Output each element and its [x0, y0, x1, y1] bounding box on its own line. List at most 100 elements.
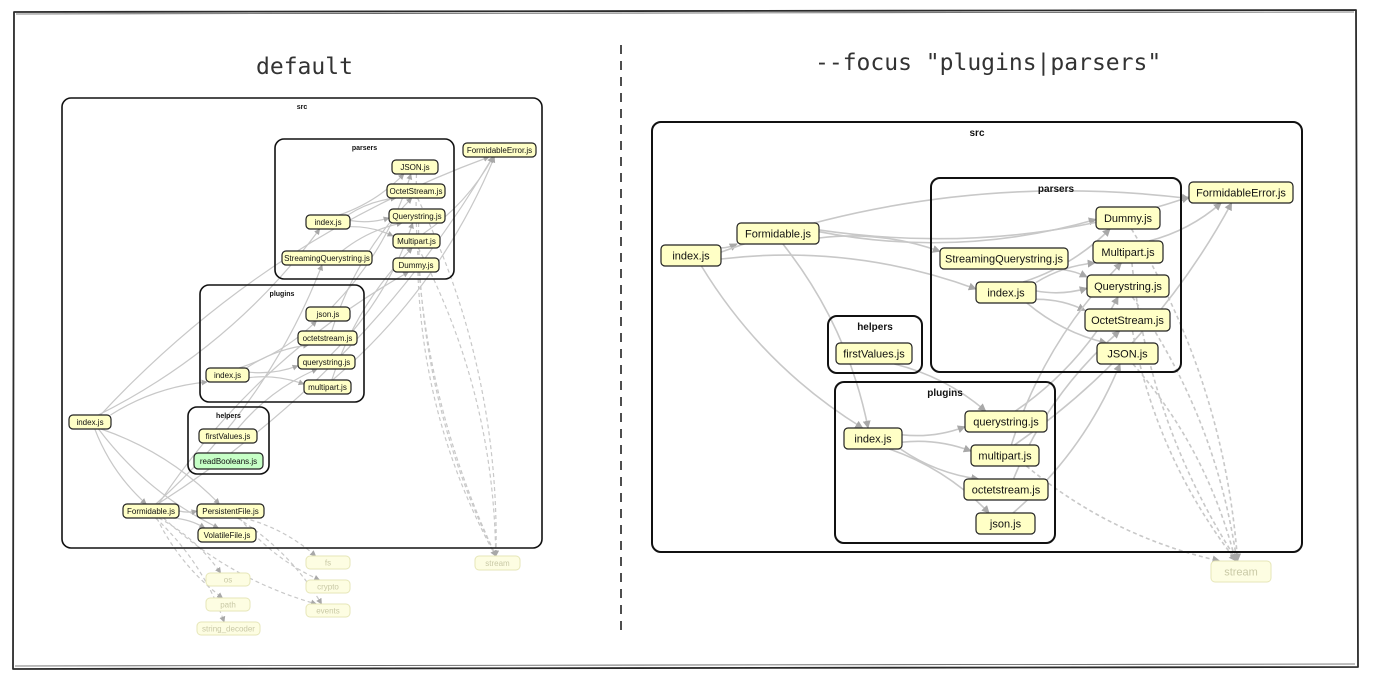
node-label: Formidable.js	[745, 228, 812, 240]
node-g-octet[interactable]: octetstream.js	[297, 330, 358, 346]
node-g-index[interactable]: index.js	[843, 427, 903, 450]
node-label: Multipart.js	[397, 237, 436, 246]
node-g-query[interactable]: querystring.js	[297, 354, 356, 370]
edge-p-json-to-stream	[415, 173, 497, 557]
node-persistent[interactable]: PersistentFile.js	[196, 503, 265, 519]
node-h-first[interactable]: firstValues.js	[835, 342, 913, 365]
edge-formidable-to-os	[158, 517, 222, 574]
node-label: Querystring.js	[392, 212, 441, 221]
node-label: string_decoder	[202, 624, 255, 633]
node-h-read[interactable]: readBooleans.js	[193, 452, 264, 470]
edge-g-index-to-g-query	[901, 425, 966, 437]
node-g-multi[interactable]: multipart.js	[303, 379, 352, 395]
node-label: fs	[325, 558, 331, 567]
cluster-box	[930, 177, 1182, 373]
edge-g-index-to-g-octet	[899, 448, 980, 483]
node-label: octetstream.js	[303, 334, 353, 343]
node-label: path	[220, 600, 236, 609]
cluster-parsers: parsers	[930, 177, 1182, 373]
default-graph: srcparserspluginshelpersFormidableError.…	[61, 97, 543, 636]
node-stream[interactable]: stream	[1210, 560, 1272, 583]
node-box	[68, 414, 112, 430]
cluster-box	[199, 284, 365, 403]
node-label: StreamingQuerystring.js	[945, 253, 1063, 265]
node-path[interactable]: path	[205, 597, 251, 612]
node-p-index[interactable]: index.js	[975, 281, 1037, 304]
node-box	[305, 555, 351, 570]
edge-p-index-to-p-dummy	[1022, 228, 1111, 283]
cluster-label: parsers	[352, 145, 377, 152]
cluster-src: src	[651, 121, 1303, 553]
node-p-query[interactable]: Querystring.js	[1086, 274, 1170, 298]
node-fs[interactable]: fs	[305, 555, 351, 570]
node-events[interactable]: events	[305, 603, 351, 618]
node-p-octet[interactable]: OctetStream.js	[386, 183, 446, 199]
node-g-json[interactable]: json.js	[975, 512, 1036, 535]
node-box	[392, 233, 441, 249]
node-box	[196, 503, 265, 519]
node-label: stream	[1224, 566, 1258, 578]
node-g-json[interactable]: json.js	[305, 306, 351, 322]
node-p-multi[interactable]: Multipart.js	[1092, 240, 1164, 264]
nodes: index.js Formidable.js FormidableError.jsD…	[660, 181, 1294, 583]
focus-graph: srcparsershelperspluginsindex.jsFormidab…	[651, 121, 1303, 583]
edges	[94, 156, 500, 623]
node-p-index[interactable]: index.js	[305, 214, 351, 230]
edge-p-multi-to-stream	[417, 247, 499, 557]
node-g-octet[interactable]: octetstream.js	[963, 478, 1049, 501]
node-label: Querystring.js	[1094, 281, 1162, 293]
cluster-label: src	[297, 104, 308, 111]
edge-p-index-to-p-json	[1026, 302, 1108, 346]
node-p-dummy[interactable]: Dummy.js	[392, 257, 440, 273]
cluster-label: plugins	[270, 291, 295, 298]
node-p-json[interactable]: JSON.js	[391, 159, 439, 175]
node-label: index.js	[214, 371, 241, 380]
edge-p-index-to-p-octet	[1035, 298, 1086, 312]
node-box	[196, 621, 261, 636]
node-formidable[interactable]: Formidable.js	[122, 503, 180, 519]
node-p-stream[interactable]: StreamingQuerystring.js	[939, 247, 1069, 270]
node-label: FormidableError.js	[1196, 187, 1286, 199]
node-volatile[interactable]: VolatileFile.js	[197, 527, 257, 543]
node-box	[122, 503, 180, 519]
node-g-index[interactable]: index.js	[205, 367, 250, 383]
edge-g-index-to-g-json	[889, 448, 990, 514]
node-label: os	[224, 575, 232, 584]
node-p-stream[interactable]: StreamingQuerystring.js	[281, 250, 373, 266]
node-label: Multipart.js	[1101, 247, 1155, 259]
node-os[interactable]: os	[205, 572, 251, 587]
node-formidable[interactable]: Formidable.js	[736, 222, 820, 245]
node-p-json[interactable]: JSON.js	[1096, 342, 1159, 365]
node-h-first[interactable]: firstValues.js	[198, 428, 258, 444]
node-box	[303, 379, 352, 395]
node-formidableerror[interactable]: FormidableError.js	[462, 142, 537, 158]
node-p-query[interactable]: Querystring.js	[388, 208, 446, 224]
node-string-decoder[interactable]: string_decoder	[196, 621, 261, 636]
node-p-octet[interactable]: OctetStream.js	[1084, 308, 1171, 332]
node-index[interactable]: index.js	[68, 414, 112, 430]
node-label: Dummy.js	[1104, 213, 1153, 225]
edges	[700, 190, 1242, 564]
node-box	[193, 452, 264, 470]
node-box	[975, 512, 1036, 535]
node-label: firstValues.js	[843, 348, 905, 360]
edge-index-to-volatile	[98, 428, 220, 529]
node-p-multi[interactable]: Multipart.js	[392, 233, 441, 249]
node-label: OctetStream.js	[390, 187, 443, 196]
node-box	[305, 306, 351, 322]
node-crypto[interactable]: crypto	[305, 579, 351, 594]
node-label: index.js	[314, 218, 341, 227]
node-box	[970, 444, 1040, 467]
cluster-box	[61, 97, 543, 549]
node-label: index.js	[672, 250, 710, 262]
node-p-dummy[interactable]: Dummy.js	[1095, 206, 1161, 230]
edge-g-multi-to-formidableerror	[1013, 202, 1233, 446]
node-index[interactable]: index.js	[660, 244, 722, 267]
node-stream[interactable]: stream	[474, 555, 521, 571]
edge-formidable-to-path	[156, 517, 224, 599]
node-formidableerror[interactable]: FormidableError.js	[1188, 181, 1294, 204]
node-g-multi[interactable]: multipart.js	[970, 444, 1040, 467]
node-g-query[interactable]: querystring.js	[964, 410, 1048, 433]
node-box	[963, 478, 1049, 501]
